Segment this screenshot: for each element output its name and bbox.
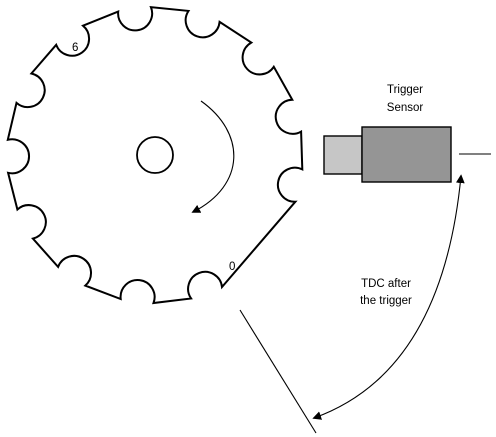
sensor-tip bbox=[323, 135, 363, 175]
tooth-label-0: 0 bbox=[229, 261, 235, 273]
trigger-sensor bbox=[323, 126, 491, 183]
angle-label-line1: TDC after bbox=[361, 278, 411, 290]
sensor-label-line2: Sensor bbox=[387, 102, 424, 114]
tdc-reference-line bbox=[239, 309, 317, 434]
angle-arc-arrow bbox=[312, 174, 465, 420]
sensor-body bbox=[361, 126, 452, 183]
rotation-arrow bbox=[191, 100, 235, 213]
tooth-label-6: 6 bbox=[72, 42, 78, 54]
sensor-label-line1: Trigger bbox=[387, 84, 423, 96]
wheel-hub bbox=[136, 136, 174, 174]
angle-label-line2: the trigger bbox=[360, 295, 412, 307]
